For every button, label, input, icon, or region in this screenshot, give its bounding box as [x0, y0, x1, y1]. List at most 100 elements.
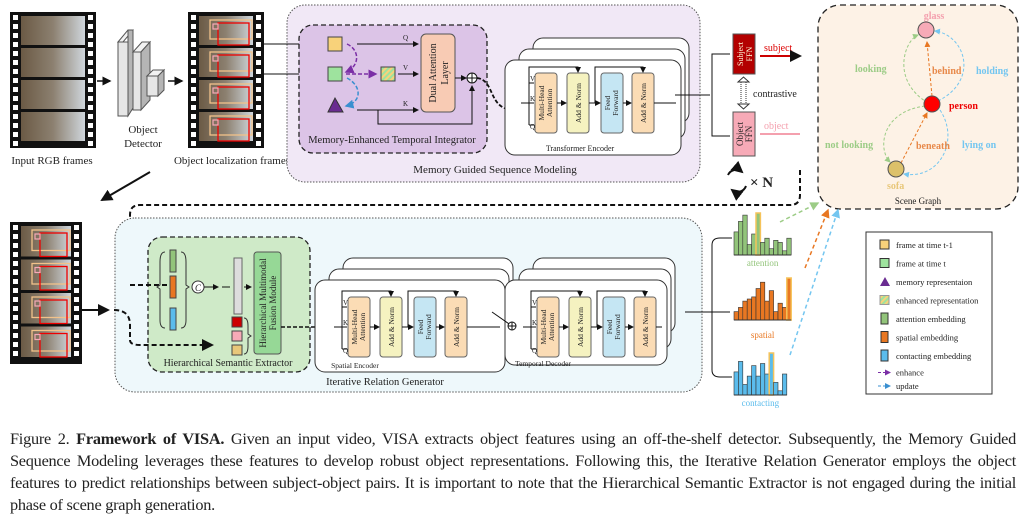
transformer-encoder-label: Transformer Encoder	[546, 144, 615, 153]
film-hole	[88, 69, 93, 74]
block-label: Add & Norm	[387, 307, 396, 347]
film-hole	[13, 78, 18, 83]
legend-swatch	[879, 258, 890, 268]
film-hole	[74, 243, 79, 248]
histogram-bar	[746, 298, 752, 321]
detector-label: Object	[128, 124, 157, 136]
bbox-person	[217, 54, 250, 78]
histogram-bar	[733, 231, 739, 256]
film-hole	[88, 114, 93, 119]
edge-label: beneath	[916, 141, 950, 152]
edge-label: lying on	[962, 140, 997, 151]
bbox-sofa	[31, 262, 71, 285]
block-label: Forward	[611, 90, 620, 116]
repeat-label: × N	[750, 175, 773, 191]
histogram-bar	[768, 248, 774, 256]
film-hole	[256, 105, 261, 110]
film-hole	[13, 252, 18, 257]
film-hole	[13, 342, 18, 347]
film-hole	[88, 132, 93, 137]
bbox-glass	[34, 233, 41, 240]
film-hole	[191, 33, 196, 38]
q-label: Q	[403, 34, 408, 42]
histogram-label: contacting	[742, 398, 780, 408]
film-hole	[13, 87, 18, 92]
histogram-bar	[777, 302, 783, 321]
spatial-encoder-label: Spatial Encoder	[331, 361, 379, 370]
object-detector-icon	[116, 29, 166, 118]
node-label: sofa	[887, 181, 904, 192]
legend-swatch	[880, 277, 890, 286]
film-hole	[13, 141, 18, 146]
block-label: Attention	[358, 313, 367, 342]
irg-title: Iterative Relation Generator	[326, 377, 444, 388]
dual-attention-label: Layer	[440, 61, 451, 85]
qkv-label: V	[530, 75, 535, 83]
film-hole	[191, 87, 196, 92]
histogram-bar	[746, 375, 752, 396]
block-label: Attention	[547, 313, 556, 342]
film-hole	[13, 123, 18, 128]
subject-ffn-label: FFN	[745, 46, 754, 61]
film-hole	[88, 51, 93, 56]
film-hole	[88, 33, 93, 38]
film-hole	[13, 96, 18, 101]
qkv-inputs	[334, 306, 347, 350]
block-label: Add & Norm	[574, 83, 583, 123]
bbox-person	[39, 232, 68, 258]
film-hole	[191, 132, 196, 137]
block-label: Add & Norm	[639, 83, 648, 123]
histogram-bar	[764, 237, 770, 256]
video-frame	[199, 48, 253, 77]
film-hole	[13, 69, 18, 74]
film-hole	[88, 87, 93, 92]
qkv-label: Q	[343, 347, 348, 355]
film-hole	[13, 225, 18, 230]
dual-attention-layer	[420, 33, 456, 113]
caption-title: Framework of VISA.	[76, 429, 225, 448]
block-label: Feed	[605, 319, 614, 334]
video-frame	[21, 293, 71, 324]
film-hole	[256, 24, 261, 29]
film-hole	[256, 96, 261, 101]
qkv-label: K	[530, 95, 535, 103]
legend-label: contacting embedding	[896, 351, 972, 361]
histogram-bar	[755, 375, 761, 396]
node-label: person	[949, 101, 978, 112]
edge-label: not looking	[825, 140, 873, 151]
histogram-bar	[742, 300, 748, 321]
film-hole	[88, 141, 93, 146]
hse-title: Hierarchical Semantic Extractor	[164, 358, 293, 369]
film-hole	[13, 105, 18, 110]
object-ffn	[732, 111, 756, 157]
block-label: Forward	[613, 314, 622, 340]
histogram-bar	[755, 288, 761, 321]
object-cube	[231, 330, 243, 342]
dual-attention-label: Dual Attention	[428, 43, 439, 102]
film-hole	[74, 261, 79, 266]
block-label: Feed	[603, 95, 612, 110]
bbox-glass	[212, 55, 219, 62]
object-frames-input	[10, 222, 82, 364]
video-frame	[21, 259, 71, 290]
film-hole	[74, 324, 79, 329]
legend-label: spatial embedding	[896, 333, 959, 343]
histogram-bar	[733, 311, 739, 321]
film-hole	[191, 96, 196, 101]
histogram-bar	[777, 242, 783, 256]
input-rgb-frames	[10, 12, 96, 148]
met-title: Memory-Enhanced Temporal Integrator	[308, 135, 476, 146]
film-hole	[74, 279, 79, 284]
video-frame	[21, 48, 85, 77]
film-hole	[88, 42, 93, 47]
bbox-person	[217, 86, 250, 110]
film-hole	[88, 60, 93, 65]
legend-swatch	[880, 312, 889, 325]
legend-swatch	[880, 349, 889, 362]
film-hole	[88, 96, 93, 101]
block-label: Attention	[545, 89, 554, 118]
video-frame	[21, 226, 71, 257]
framework-diagram: Input RGB frames Object Detector Object …	[10, 4, 1019, 408]
film-hole	[256, 114, 261, 119]
